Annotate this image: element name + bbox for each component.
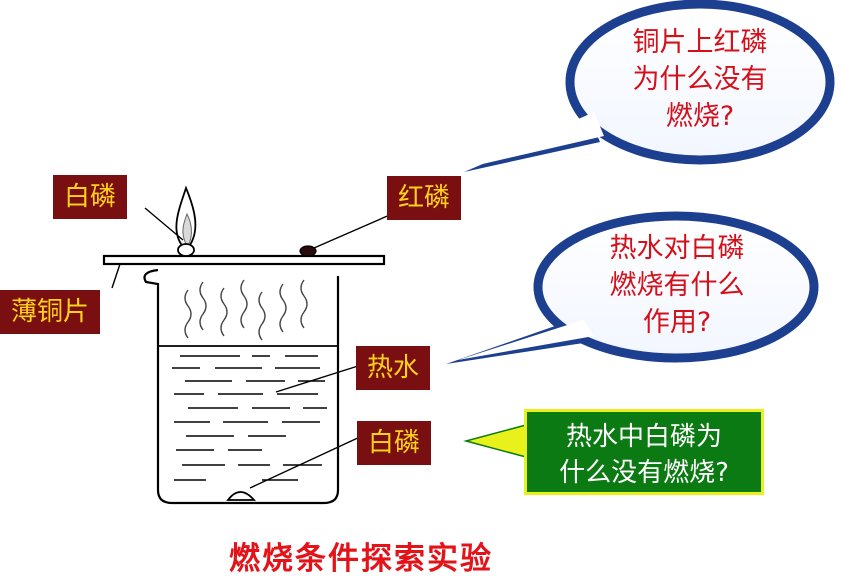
red-phosphorus-on-sheet	[299, 245, 317, 257]
copper-sheet	[102, 254, 386, 266]
callout-line: 热水中白磷为	[565, 422, 722, 452]
bubble-line: 作用?	[642, 307, 712, 338]
callout-line: 什么没有燃烧?	[559, 458, 729, 488]
hot-water-lines	[172, 355, 327, 481]
bubble-red-phosphorus-text: 铜片上红磷 为什么没有 燃烧?	[620, 24, 780, 135]
callout-pointer	[463, 424, 527, 458]
bubble-line: 燃烧有什么	[609, 270, 745, 301]
label-copper-sheet: 薄铜片	[0, 290, 101, 334]
bubble-line: 铜片上红磷	[632, 27, 768, 58]
bubble-hot-water-text: 热水对白磷 燃烧有什么 作用?	[597, 230, 757, 341]
white-phosphorus-in-water	[226, 491, 256, 501]
diagram-caption: 燃烧条件探索实验	[229, 541, 493, 577]
bubble-line: 热水对白磷	[609, 233, 745, 264]
label-white-phosphorus-water: 白磷	[357, 421, 432, 465]
bubble-line: 为什么没有	[632, 64, 768, 95]
white-phosphorus-on-sheet	[175, 185, 197, 257]
leader-lines	[111, 207, 393, 489]
beaker	[143, 268, 340, 505]
callout-box: 热水中白磷为 什么没有燃烧?	[524, 409, 764, 495]
speech-bubble-hot-water	[446, 211, 819, 364]
label-white-phosphorus-top: 白磷	[53, 175, 128, 219]
speech-bubble-red-phosphorus	[464, 0, 835, 172]
bubble-line: 燃烧?	[665, 101, 735, 132]
label-red-phosphorus: 红磷	[387, 176, 462, 220]
label-hot-water: 热水	[356, 346, 431, 390]
steam-lines	[184, 279, 308, 341]
